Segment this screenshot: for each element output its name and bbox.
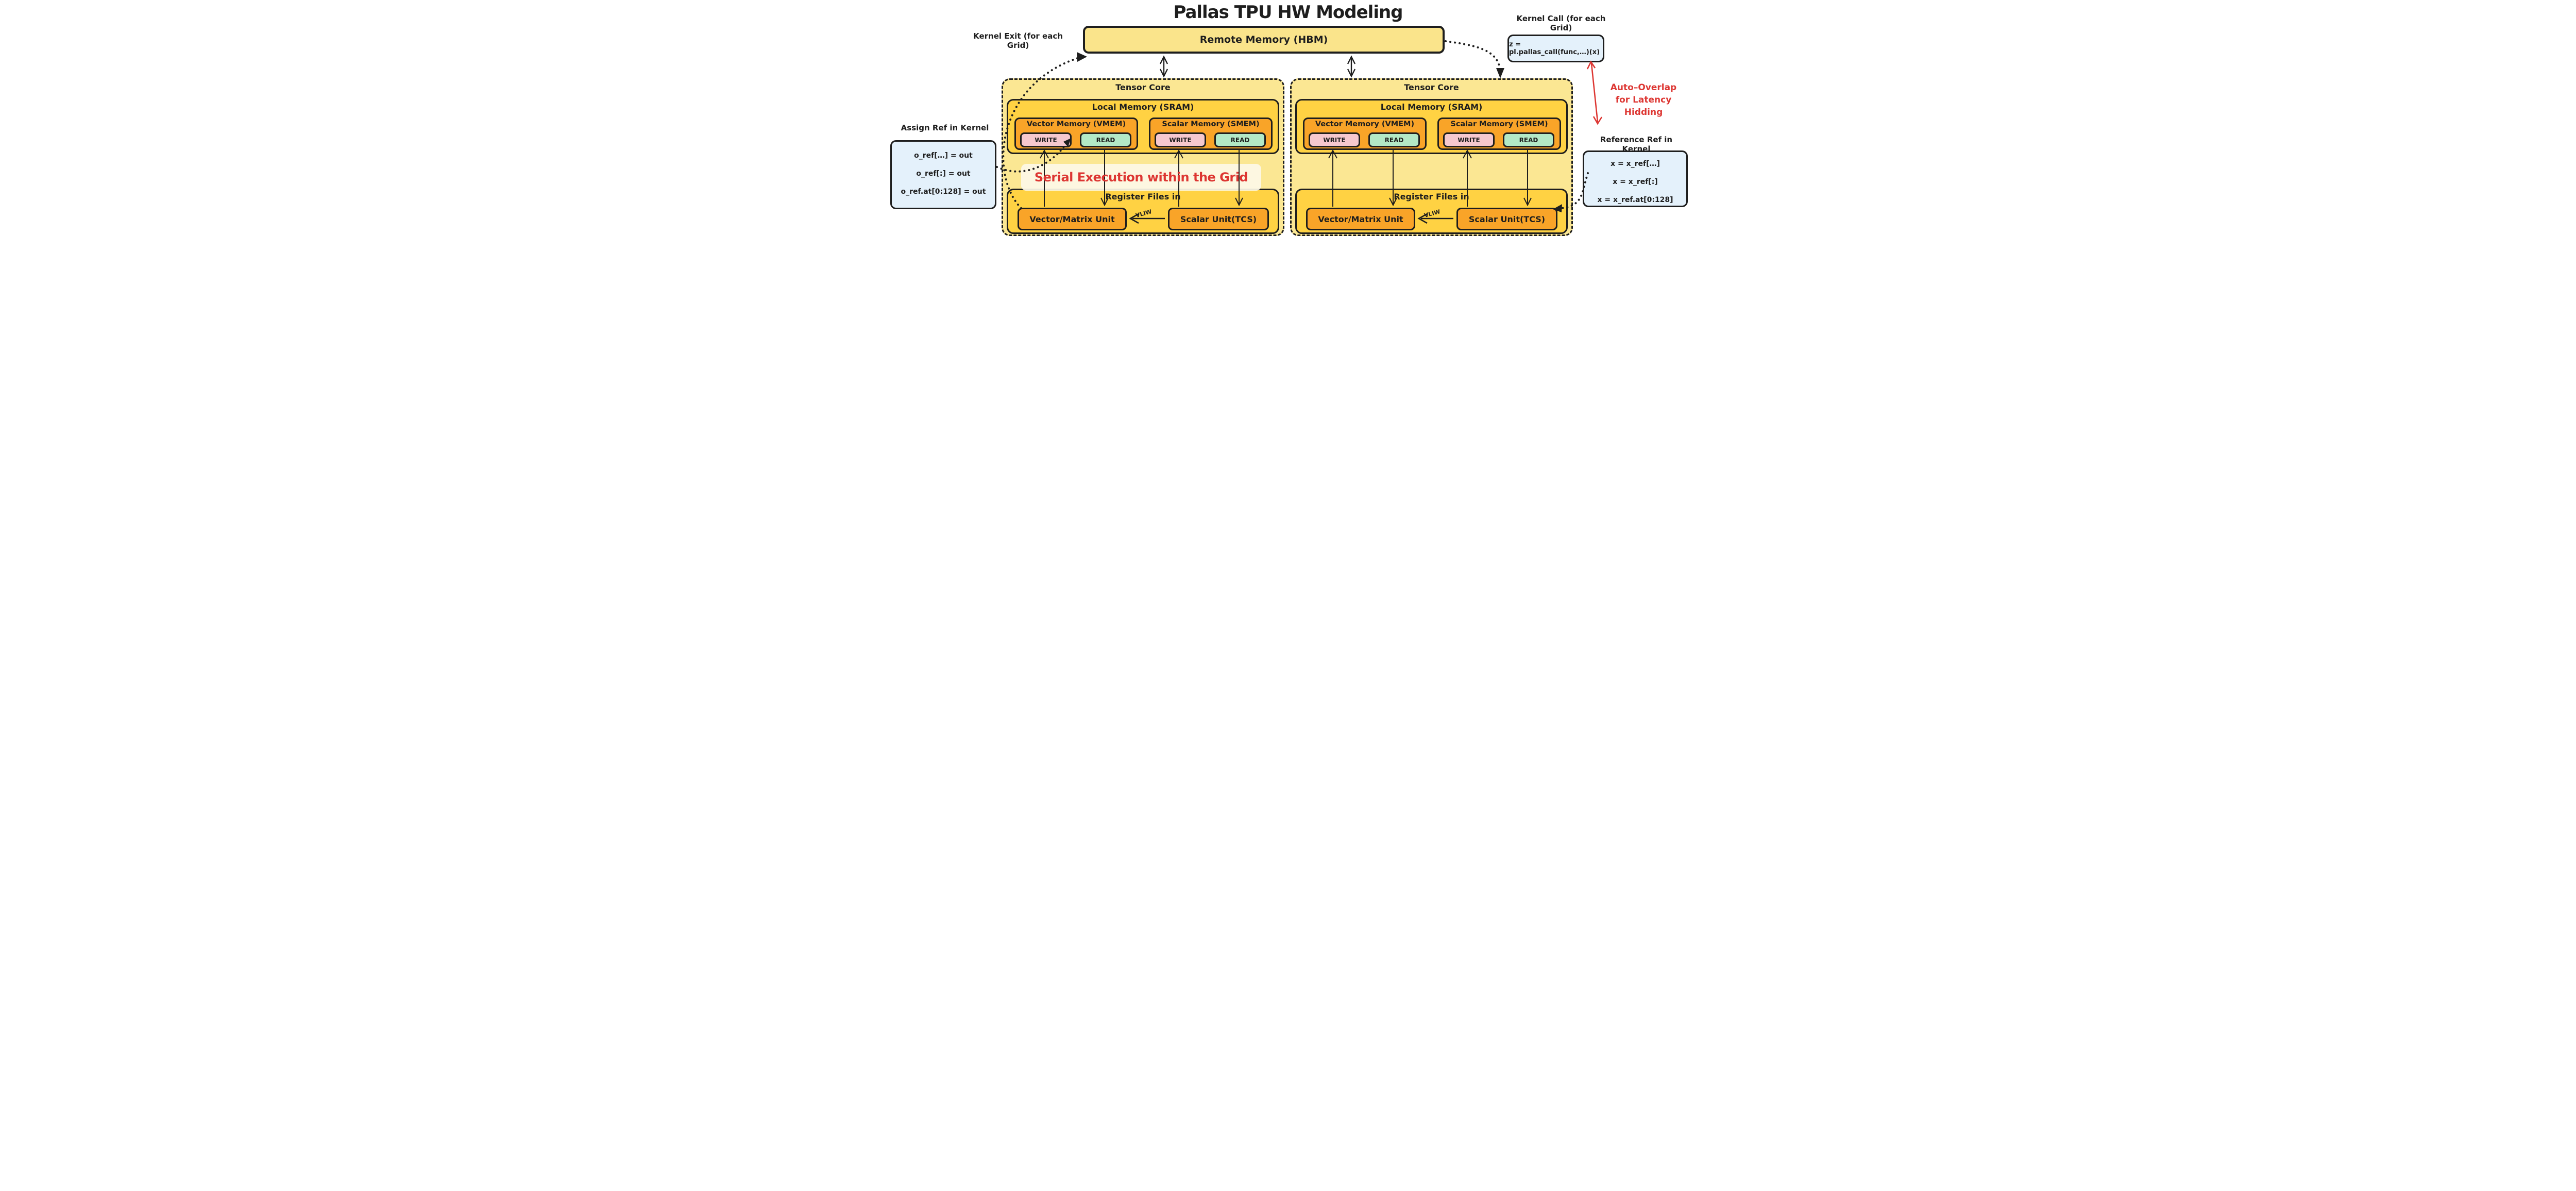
auto-overlap-double-arrow — [1586, 60, 1603, 125]
sram-label: Local Memory (SRAM) — [1092, 102, 1194, 112]
tensor-core-left: Tensor Core Local Memory (SRAM) Vector M… — [1002, 78, 1284, 236]
scalar-unit-tcs: Scalar Unit(TCS) — [1456, 208, 1557, 230]
register-files-label: Register Files in — [1394, 192, 1469, 202]
auto-overlap-line3: Hidding — [1624, 107, 1663, 118]
reference-ref-line: x = x_ref[:] — [1613, 178, 1658, 186]
vector-memory-box: Vector Memory (VMEM) WRITE READ — [1014, 118, 1138, 150]
page-title: Pallas TPU HW Modeling — [1173, 2, 1403, 23]
hbm-label: Remote Memory (HBM) — [1199, 34, 1328, 45]
vmem-read-badge: READ — [1080, 132, 1131, 147]
scalar-unit-tcs: Scalar Unit(TCS) — [1168, 208, 1269, 230]
auto-overlap-line2: for Latency — [1615, 95, 1672, 105]
auto-overlap-line1: Auto–Overlap — [1610, 82, 1677, 93]
local-memory-sram-box: Local Memory (SRAM) Vector Memory (VMEM)… — [1295, 99, 1568, 154]
assign-ref-line: o_ref.at[0:128] = out — [901, 188, 986, 196]
pallas-call-code: z = pl.pallas_call(func,…)(x) — [1509, 41, 1600, 56]
vmem-read-badge: READ — [1368, 132, 1420, 147]
smem-label: Scalar Memory (SMEM) — [1162, 120, 1260, 128]
smem-read-badge: READ — [1503, 132, 1554, 147]
tensor-core-right: Tensor Core Local Memory (SRAM) Vector M… — [1290, 78, 1573, 236]
pallas-call-box: z = pl.pallas_call(func,…)(x) — [1507, 35, 1604, 62]
hbm-box: Remote Memory (HBM) — [1083, 26, 1445, 54]
reference-ref-line: x = x_ref.at[0:128] — [1597, 196, 1673, 204]
vliw-label: VLIW — [1134, 208, 1153, 219]
kernel-exit-label: Kernel Exit (for each Grid) — [973, 31, 1063, 50]
assign-ref-label: Assign Ref in Kernel — [901, 123, 989, 132]
hbm-core-double-arrows — [1159, 55, 1356, 78]
scalar-memory-box: Scalar Memory (SMEM) WRITE READ — [1437, 118, 1561, 150]
kernel-call-dotted-arrow — [1445, 40, 1501, 73]
vector-matrix-unit: Vector/Matrix Unit — [1306, 208, 1415, 230]
smem-write-badge: WRITE — [1443, 132, 1495, 147]
reference-ref-box: x = x_ref[…] x = x_ref[:] x = x_ref.at[0… — [1583, 150, 1688, 207]
serial-execution-text: Serial Execution within the Grid — [1034, 170, 1248, 184]
register-files-label: Register Files in — [1105, 192, 1181, 202]
smem-write-badge: WRITE — [1155, 132, 1206, 147]
vmem-write-badge: WRITE — [1309, 132, 1360, 147]
kernel-call-label: Kernel Call (for each Grid) — [1516, 14, 1606, 32]
sram-label: Local Memory (SRAM) — [1380, 102, 1483, 112]
vliw-label: VLIW — [1423, 208, 1441, 219]
pallas-tpu-diagram: Pallas TPU HW Modeling Remote Memory (HB… — [886, 0, 1690, 238]
tensor-core-title: Tensor Core — [1115, 82, 1171, 92]
smem-read-badge: READ — [1214, 132, 1266, 147]
auto-overlap-note: Auto–Overlap for Latency Hidding — [1602, 81, 1685, 119]
vector-matrix-unit: Vector/Matrix Unit — [1018, 208, 1127, 230]
register-files-box: Register Files in Vector/Matrix Unit Sca… — [1007, 189, 1279, 234]
assign-ref-line: o_ref[:] = out — [916, 170, 971, 178]
vmem-write-badge: WRITE — [1020, 132, 1072, 147]
vmem-label: Vector Memory (VMEM) — [1026, 120, 1126, 128]
smem-label: Scalar Memory (SMEM) — [1450, 120, 1548, 128]
assign-ref-box: o_ref[…] = out o_ref[:] = out o_ref.at[0… — [890, 140, 996, 209]
assign-ref-line: o_ref[…] = out — [914, 152, 973, 160]
vmem-label: Vector Memory (VMEM) — [1315, 120, 1415, 128]
tensor-core-title: Tensor Core — [1404, 82, 1459, 92]
scalar-memory-box: Scalar Memory (SMEM) WRITE READ — [1149, 118, 1273, 150]
reference-ref-line: x = x_ref[…] — [1611, 160, 1660, 168]
local-memory-sram-box: Local Memory (SRAM) Vector Memory (VMEM)… — [1007, 99, 1279, 154]
vector-memory-box: Vector Memory (VMEM) WRITE READ — [1303, 118, 1427, 150]
register-files-box: Register Files in Vector/Matrix Unit Sca… — [1295, 189, 1568, 234]
